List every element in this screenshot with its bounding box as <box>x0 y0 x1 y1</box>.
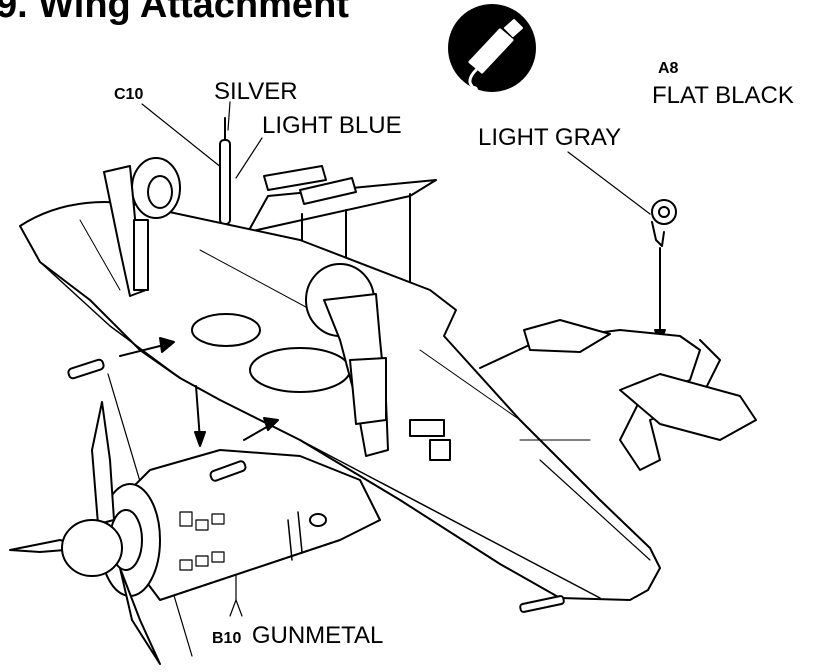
part-number-b10: B10 <box>212 630 242 647</box>
step-title: 9. Wing Attachment <box>0 0 349 26</box>
label-light-blue: LIGHT BLUE <box>262 112 402 139</box>
landing-gear-left <box>103 157 181 297</box>
part-number-c10: C10 <box>114 86 144 103</box>
label-silver: SILVER <box>214 78 298 105</box>
part-number-a8: A8 <box>658 60 679 77</box>
label-gunmetal: GUNMETAL <box>251 622 384 649</box>
tail-assembly <box>479 319 757 471</box>
wing-assembly <box>19 201 661 601</box>
paint-bottle-icon <box>448 4 536 94</box>
callout-b10: B10 GUNMETAL <box>212 622 383 650</box>
part-a8 <box>651 199 677 343</box>
fuselage-and-engine <box>9 401 381 665</box>
label-flat-black: FLAT BLACK <box>652 82 794 109</box>
label-light-gray: LIGHT GRAY <box>478 124 622 151</box>
gun-barrel-parts-b10 <box>67 337 565 613</box>
landing-gear-right <box>305 263 389 457</box>
